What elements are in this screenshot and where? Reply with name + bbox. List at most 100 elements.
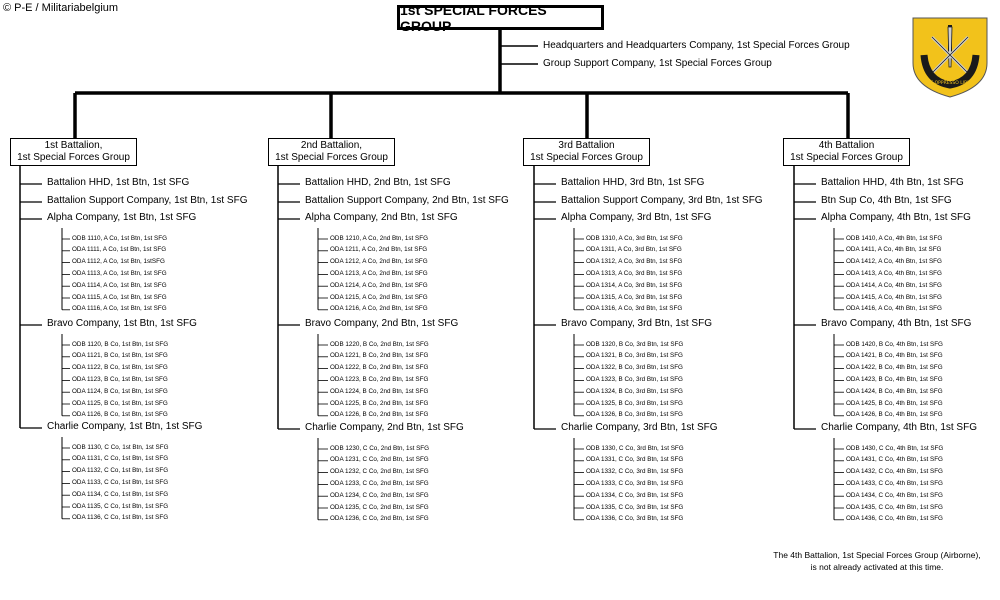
- oda-unit-label: ODA 1434, C Co, 4th Btn, 1st SFG: [846, 491, 943, 499]
- oda-unit-label: ODA 1211, A Co, 2nd Btn, 1st SFG: [330, 246, 428, 254]
- oda-unit-label: ODA 1314, A Co, 3rd Btn, 1st SFG: [586, 281, 683, 289]
- battalion-hhd-label: Battalion HHD, 1st Btn, 1st SFG: [47, 177, 190, 188]
- oda-unit-label: ODA 1116, A Co, 1st Btn, 1st SFG: [72, 305, 167, 313]
- oda-unit-label: ODA 1411, A Co, 4th Btn, 1st SFG: [846, 246, 942, 254]
- oda-unit-label: ODA 1236, C Co, 2nd Btn, 1st SFG: [330, 515, 429, 523]
- oda-unit-label: ODA 1213, A Co, 2nd Btn, 1st SFG: [330, 269, 428, 277]
- hq-company-label: Headquarters and Headquarters Company, 1…: [543, 40, 850, 51]
- oda-unit-label: ODA 1131, C Co, 1st Btn, 1st SFG: [72, 455, 169, 463]
- oda-unit-label: ODA 1325, B Co, 3rd Btn, 1st SFG: [586, 399, 683, 407]
- oda-unit-label: ODA 1223, B Co, 2nd Btn, 1st SFG: [330, 375, 429, 383]
- oda-unit-label: ODA 1315, A Co, 3rd Btn, 1st SFG: [586, 293, 683, 301]
- oda-unit-label: ODA 1235, C Co, 2nd Btn, 1st SFG: [330, 503, 429, 511]
- oda-unit-label: ODA 1231, C Co, 2nd Btn, 1st SFG: [330, 456, 429, 464]
- oda-unit-label: ODA 1333, C Co, 3rd Btn, 1st SFG: [586, 479, 684, 487]
- oda-unit-label: ODA 1123, B Co, 1st Btn, 1st SFG: [72, 375, 168, 383]
- oda-unit-label: ODA 1113, A Co, 1st Btn, 1st SFG: [72, 269, 167, 277]
- oda-unit-label: ODA 1331, C Co, 3rd Btn, 1st SFG: [586, 456, 684, 464]
- activation-note: The 4th Battalion, 1st Special Forces Gr…: [757, 549, 997, 573]
- oda-unit-label: ODB 1130, C Co, 1st Btn, 1st SFG: [72, 443, 169, 451]
- company-label: Charlie Company, 2nd Btn, 1st SFG: [305, 422, 464, 433]
- company-label: Bravo Company, 1st Btn, 1st SFG: [47, 318, 197, 329]
- company-label: Alpha Company, 1st Btn, 1st SFG: [47, 212, 197, 223]
- oda-unit-label: ODA 1124, B Co, 1st Btn, 1st SFG: [72, 387, 168, 395]
- battalion-hhd-label: Battalion HHD, 3rd Btn, 1st SFG: [561, 177, 705, 188]
- oda-unit-label: ODA 1132, C Co, 1st Btn, 1st SFG: [72, 467, 169, 475]
- crest-motto: DE OPPRESSO LIBER: [927, 80, 973, 86]
- oda-unit-label: ODA 1332, C Co, 3rd Btn, 1st SFG: [586, 468, 684, 476]
- oda-unit-label: ODA 1111, A Co, 1st Btn, 1st SFG: [72, 246, 167, 254]
- oda-unit-label: ODA 1311, A Co, 3rd Btn, 1st SFG: [586, 246, 682, 254]
- group-support-company-label: Group Support Company, 1st Special Force…: [543, 58, 772, 69]
- oda-unit-label: ODA 1433, C Co, 4th Btn, 1st SFG: [846, 479, 943, 487]
- company-label: Charlie Company, 1st Btn, 1st SFG: [47, 421, 203, 432]
- oda-unit-label: ODA 1222, B Co, 2nd Btn, 1st SFG: [330, 364, 429, 372]
- oda-unit-label: ODA 1436, C Co, 4th Btn, 1st SFG: [846, 515, 943, 523]
- oda-unit-label: ODA 1133, C Co, 1st Btn, 1st SFG: [72, 478, 169, 486]
- company-label: Alpha Company, 4th Btn, 1st SFG: [821, 212, 971, 223]
- oda-unit-label: ODA 1316, A Co, 3rd Btn, 1st SFG: [586, 305, 683, 313]
- oda-unit-label: ODA 1224, B Co, 2nd Btn, 1st SFG: [330, 387, 429, 395]
- oda-unit-label: ODA 1115, A Co, 1st Btn, 1st SFG: [72, 293, 167, 301]
- oda-unit-label: ODA 1233, C Co, 2nd Btn, 1st SFG: [330, 479, 429, 487]
- activation-note-line: is not already activated at this time.: [810, 562, 944, 572]
- oda-unit-label: ODB 1210, A Co, 2nd Btn, 1st SFG: [330, 234, 429, 242]
- oda-unit-label: ODA 1232, C Co, 2nd Btn, 1st SFG: [330, 468, 429, 476]
- company-label: Bravo Company, 4th Btn, 1st SFG: [821, 318, 972, 329]
- oda-unit-label: ODA 1421, B Co, 4th Btn, 1st SFG: [846, 352, 943, 360]
- company-label: Charlie Company, 4th Btn, 1st SFG: [821, 422, 977, 433]
- oda-unit-label: ODB 1330, C Co, 3rd Btn, 1st SFG: [586, 444, 684, 452]
- oda-unit-label: ODA 1424, B Co, 4th Btn, 1st SFG: [846, 387, 943, 395]
- oda-unit-label: ODA 1134, C Co, 1st Btn, 1st SFG: [72, 490, 169, 498]
- oda-unit-label: ODA 1413, A Co, 4th Btn, 1st SFG: [846, 269, 942, 277]
- oda-unit-label: ODB 1320, B Co, 3rd Btn, 1st SFG: [586, 340, 684, 348]
- oda-unit-label: ODB 1410, A Co, 4th Btn, 1st SFG: [846, 234, 943, 242]
- oda-unit-label: ODB 1310, A Co, 3rd Btn, 1st SFG: [586, 234, 683, 242]
- company-label: Charlie Company, 3rd Btn, 1st SFG: [561, 422, 718, 433]
- battalion-support-company-label: Battalion Support Company, 2nd Btn, 1st …: [305, 195, 509, 206]
- group-title: 1st SPECIAL FORCES GROUP: [400, 1, 547, 34]
- oda-unit-label: ODA 1422, B Co, 4th Btn, 1st SFG: [846, 364, 943, 372]
- oda-unit-label: ODA 1215, A Co, 2nd Btn, 1st SFG: [330, 293, 428, 301]
- oda-unit-label: ODA 1216, A Co, 2nd Btn, 1st SFG: [330, 305, 428, 313]
- oda-unit-label: ODA 1423, B Co, 4th Btn, 1st SFG: [846, 375, 943, 383]
- battalion-box-1: 1st Battalion,1st Special Forces Group: [10, 138, 137, 166]
- oda-unit-label: ODA 1432, C Co, 4th Btn, 1st SFG: [846, 468, 943, 476]
- oda-unit-label: ODA 1214, A Co, 2nd Btn, 1st SFG: [330, 281, 428, 289]
- oda-unit-label: ODA 1426, B Co, 4th Btn, 1st SFG: [846, 411, 943, 419]
- oda-unit-label: ODA 1226, B Co, 2nd Btn, 1st SFG: [330, 411, 429, 419]
- company-label: Alpha Company, 3rd Btn, 1st SFG: [561, 212, 712, 223]
- oda-unit-label: ODA 1312, A Co, 3rd Btn, 1st SFG: [586, 258, 683, 266]
- battalion-title-line: 1st Special Forces Group: [790, 152, 903, 163]
- oda-unit-label: ODA 1324, B Co, 3rd Btn, 1st SFG: [586, 387, 683, 395]
- battalion-hhd-label: Battalion HHD, 4th Btn, 1st SFG: [821, 177, 964, 188]
- oda-unit-label: ODA 1126, B Co, 1st Btn, 1st SFG: [72, 411, 168, 419]
- battalion-title-line: 3rd Battalion: [558, 140, 615, 151]
- battalion-title-line: 2nd Battalion,: [300, 140, 363, 151]
- oda-unit-label: ODB 1420, B Co, 4th Btn, 1st SFG: [846, 340, 943, 348]
- oda-unit-label: ODA 1121, B Co, 1st Btn, 1st SFG: [72, 352, 168, 360]
- activation-note-line: The 4th Battalion, 1st Special Forces Gr…: [773, 550, 981, 560]
- oda-unit-label: ODB 1110, A Co, 1st Btn, 1st SFG: [72, 234, 167, 242]
- company-label: Alpha Company, 2nd Btn, 1st SFG: [305, 212, 458, 223]
- oda-unit-label: ODA 1416, A Co, 4th Btn, 1st SFG: [846, 305, 942, 313]
- company-label: Bravo Company, 3rd Btn, 1st SFG: [561, 318, 712, 329]
- oda-unit-label: ODA 1114, A Co, 1st Btn, 1st SFG: [72, 281, 167, 289]
- battalion-support-company-label: Battalion Support Company, 1st Btn, 1st …: [47, 195, 248, 206]
- oda-unit-label: ODA 1122, B Co, 1st Btn, 1st SFG: [72, 364, 168, 372]
- oda-unit-label: ODA 1125, B Co, 1st Btn, 1st SFG: [72, 399, 168, 407]
- oda-unit-label: ODA 1326, B Co, 3rd Btn, 1st SFG: [586, 411, 683, 419]
- oda-unit-label: ODB 1220, B Co, 2nd Btn, 1st SFG: [330, 340, 429, 348]
- battalion-title-line: 4th Battalion: [818, 140, 875, 151]
- oda-unit-label: ODB 1430, C Co, 4th Btn, 1st SFG: [846, 444, 944, 452]
- oda-unit-label: ODA 1323, B Co, 3rd Btn, 1st SFG: [586, 375, 683, 383]
- oda-unit-label: ODB 1120, B Co, 1st Btn, 1st SFG: [72, 340, 169, 348]
- battalion-hhd-label: Battalion HHD, 2nd Btn, 1st SFG: [305, 177, 451, 188]
- oda-unit-label: ODA 1135, C Co, 1st Btn, 1st SFG: [72, 502, 169, 510]
- oda-unit-label: ODA 1431, C Co, 4th Btn, 1st SFG: [846, 456, 943, 464]
- oda-unit-label: ODA 1415, A Co, 4th Btn, 1st SFG: [846, 293, 942, 301]
- battalion-support-company-label: Battalion Support Company, 3rd Btn, 1st …: [561, 195, 763, 206]
